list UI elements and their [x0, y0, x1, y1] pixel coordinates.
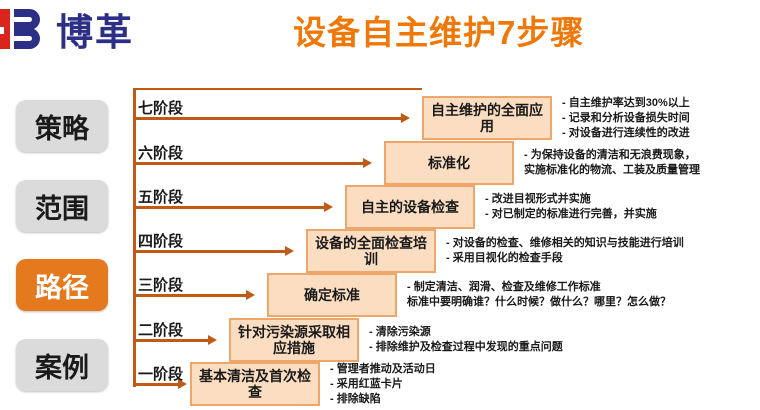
arrow-head-icon — [178, 379, 187, 389]
bullet-line: - 排除缺陷 — [330, 392, 381, 405]
step-box-2: 针对污染源采取相应措施 — [229, 318, 359, 362]
stage-label-3: 三阶段 — [138, 277, 184, 294]
bullet-line: - 排除维护及检查过程中发现的重点问题 — [369, 341, 563, 353]
bullet-line: - 采用目视化的检查手段 — [446, 252, 563, 264]
page-title: 设备自主维护7步骤 — [293, 14, 585, 51]
stage-cap-line — [133, 88, 422, 90]
stage-label-1: 一阶段 — [138, 366, 184, 383]
step-bullets-2: - 清除污染源 - 排除维护及检查过程中发现的重点问题 — [369, 317, 563, 363]
bullet-line: - 自主维护率达到30%以上 — [562, 96, 690, 109]
stage-label-2: 二阶段 — [138, 322, 184, 339]
bullet-line: 实施标准化的物流、工装及质量管理 — [524, 164, 700, 176]
bullet-line: - 清除污染源 — [369, 326, 431, 338]
step-box-5: 自主的设备检查 — [345, 185, 475, 229]
stage-label-7: 七阶段 — [138, 100, 184, 117]
step-box-6: 标准化 — [384, 141, 514, 185]
sidebar-item-4[interactable]: 案例 — [16, 339, 108, 391]
step-bullets-4: - 对设备的检查、维修相关的知识与技能进行培训 - 采用目视化的检查手段 — [446, 228, 684, 274]
bullet-line: - 管理者推动及活动日 — [330, 362, 436, 375]
bullet-line: - 记录和分析设备损失时间 — [562, 111, 690, 124]
step-bullets-3: - 制定清洁、润滑、检查及维修工作标准标准中要明确谁？什么时候？做什么？哪里？怎… — [407, 272, 671, 318]
arrow-head-icon — [208, 335, 217, 345]
stage-arrow-line — [133, 206, 325, 209]
bullet-line: - 对设备进行连续性的改进 — [562, 126, 690, 139]
stage-arrow-line — [133, 294, 247, 297]
stage-trunk-line — [133, 88, 136, 387]
stage-arrow-line — [133, 117, 402, 120]
stage-arrow-line — [133, 339, 209, 342]
logo-text: 博革 — [56, 12, 134, 53]
bullet-line: - 改进目视形式并实施 — [485, 193, 591, 205]
bullet-line: - 为保持设备的清洁和无浪费现象， — [524, 149, 696, 161]
logo-mark-icon — [0, 5, 50, 53]
stage-label-5: 五阶段 — [138, 189, 184, 206]
sidebar-item-2[interactable]: 范围 — [16, 180, 108, 232]
arrow-head-icon — [246, 290, 255, 300]
logo-blue-shape — [14, 28, 40, 49]
step-bullets-5: - 改进目视形式并实施 - 对已制定的标准进行完善，并实施 — [485, 184, 657, 230]
step-bullets-6: - 为保持设备的清洁和无浪费现象， 实施标准化的物流、工装及质量管理 — [524, 140, 700, 186]
stage-arrow-line — [133, 250, 286, 253]
arrow-head-icon — [401, 113, 410, 123]
logo: 博革 — [0, 4, 134, 54]
step-box-1: 基本清洁及首次检查 — [190, 362, 320, 406]
step-bullets-1: - 管理者推动及活动日 - 采用红蓝卡片 - 排除缺陷 — [330, 361, 436, 407]
sidebar-item-1[interactable]: 策略 — [16, 100, 108, 152]
logo-red-bar — [0, 9, 10, 49]
bullet-line: - 对设备的检查、维修相关的知识与技能进行培训 — [446, 237, 684, 249]
stage-arrow-line — [133, 162, 364, 165]
bullet-line: - 采用红蓝卡片 — [330, 377, 403, 390]
bullet-line: - 制定清洁、润滑、检查及维修工作标准 — [407, 281, 601, 293]
stage-arrow-line — [133, 383, 179, 386]
bullet-line: 标准中要明确谁？什么时候？做什么？哪里？怎么做？ — [407, 296, 671, 308]
step-box-4: 设备的全面检查培训 — [306, 229, 436, 273]
stage-label-4: 四阶段 — [138, 233, 184, 250]
step-bullets-7: - 自主维护率达到30%以上 - 记录和分析设备损失时间 - 对设备进行连续性的改进 — [562, 95, 690, 141]
logo-notch — [0, 27, 4, 34]
bullet-line: - 对已制定的标准进行完善，并实施 — [485, 208, 657, 220]
logo-blue-shape — [14, 9, 40, 30]
arrow-head-icon — [363, 158, 372, 168]
stage-label-6: 六阶段 — [138, 145, 184, 162]
sidebar-item-3[interactable]: 路径 — [16, 259, 108, 311]
arrow-head-icon — [285, 246, 294, 256]
step-box-3: 确定标准 — [267, 273, 397, 317]
arrow-head-icon — [324, 202, 333, 212]
step-box-7: 自主维护的全面应用 — [422, 96, 552, 140]
